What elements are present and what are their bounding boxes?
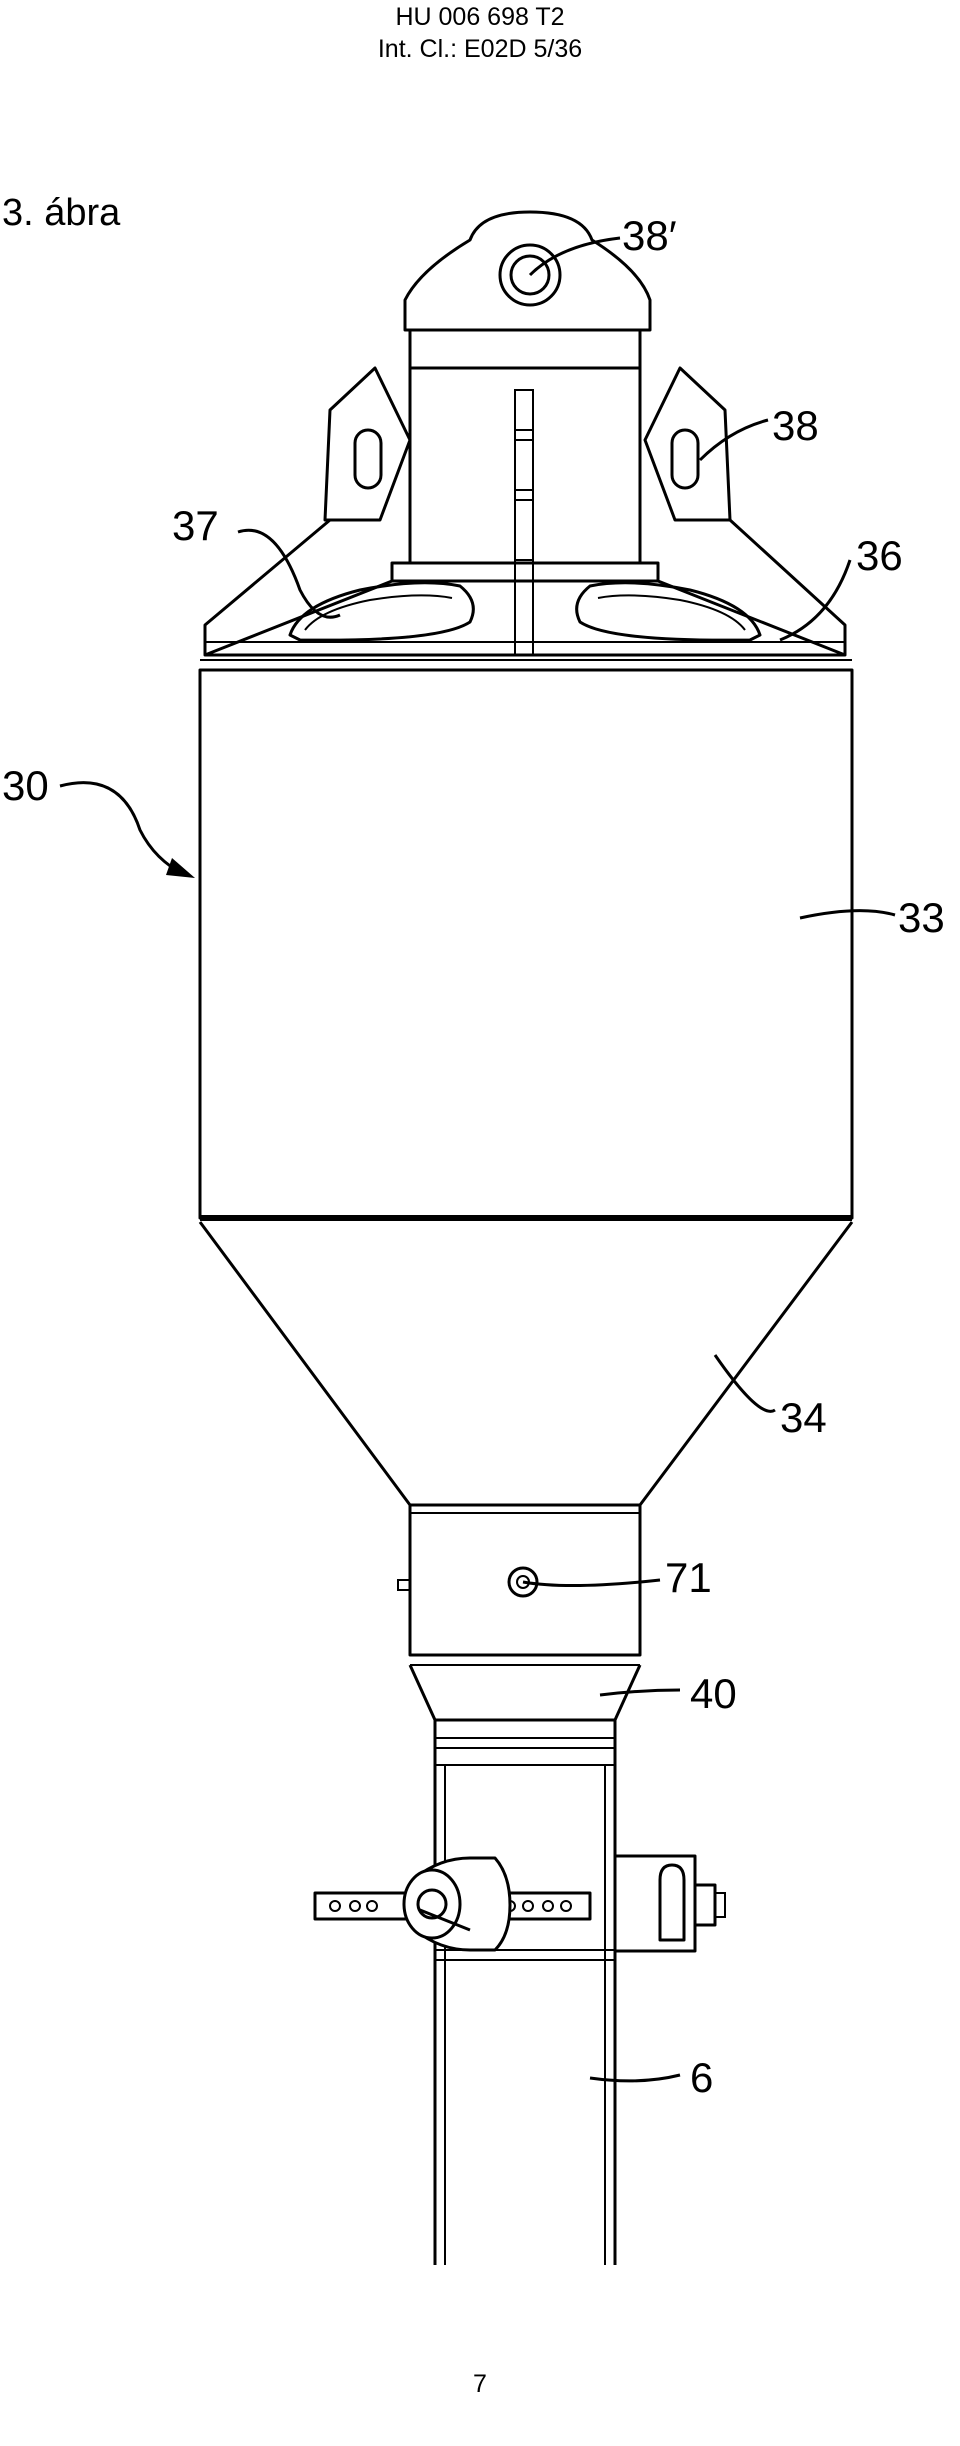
label-33: 33 [898,894,945,941]
label-30: 30 [2,762,49,809]
upper-bracket [323,328,732,656]
lifting-eye [403,210,652,332]
page-number: 7 [473,2370,487,2398]
reference-numerals: 38′ 38 37 36 30 33 34 71 40 6 [2,212,945,2101]
tube [433,1765,617,2265]
label-37: 37 [172,502,219,549]
transition-cone [408,1653,642,1766]
label-36: 36 [856,532,903,579]
pyramid-frame [203,518,847,657]
arrow-head [166,858,195,878]
cone [198,1221,854,1507]
label-38-prime: 38′ [622,212,677,259]
clamp-assembly [313,1854,726,1953]
sleeve [397,1503,642,1657]
classification: Int. Cl.: E02D 5/36 [377,35,583,63]
document-number: HU 006 698 T2 [395,3,565,31]
label-71: 71 [665,1554,712,1601]
label-6: 6 [690,2054,713,2101]
figure-title: 3. ábra [2,192,121,234]
main-cylinder [198,659,854,1221]
label-40: 40 [690,1670,737,1717]
leader-lines [59,236,896,2083]
label-38: 38 [772,402,819,449]
label-34: 34 [780,1394,827,1441]
